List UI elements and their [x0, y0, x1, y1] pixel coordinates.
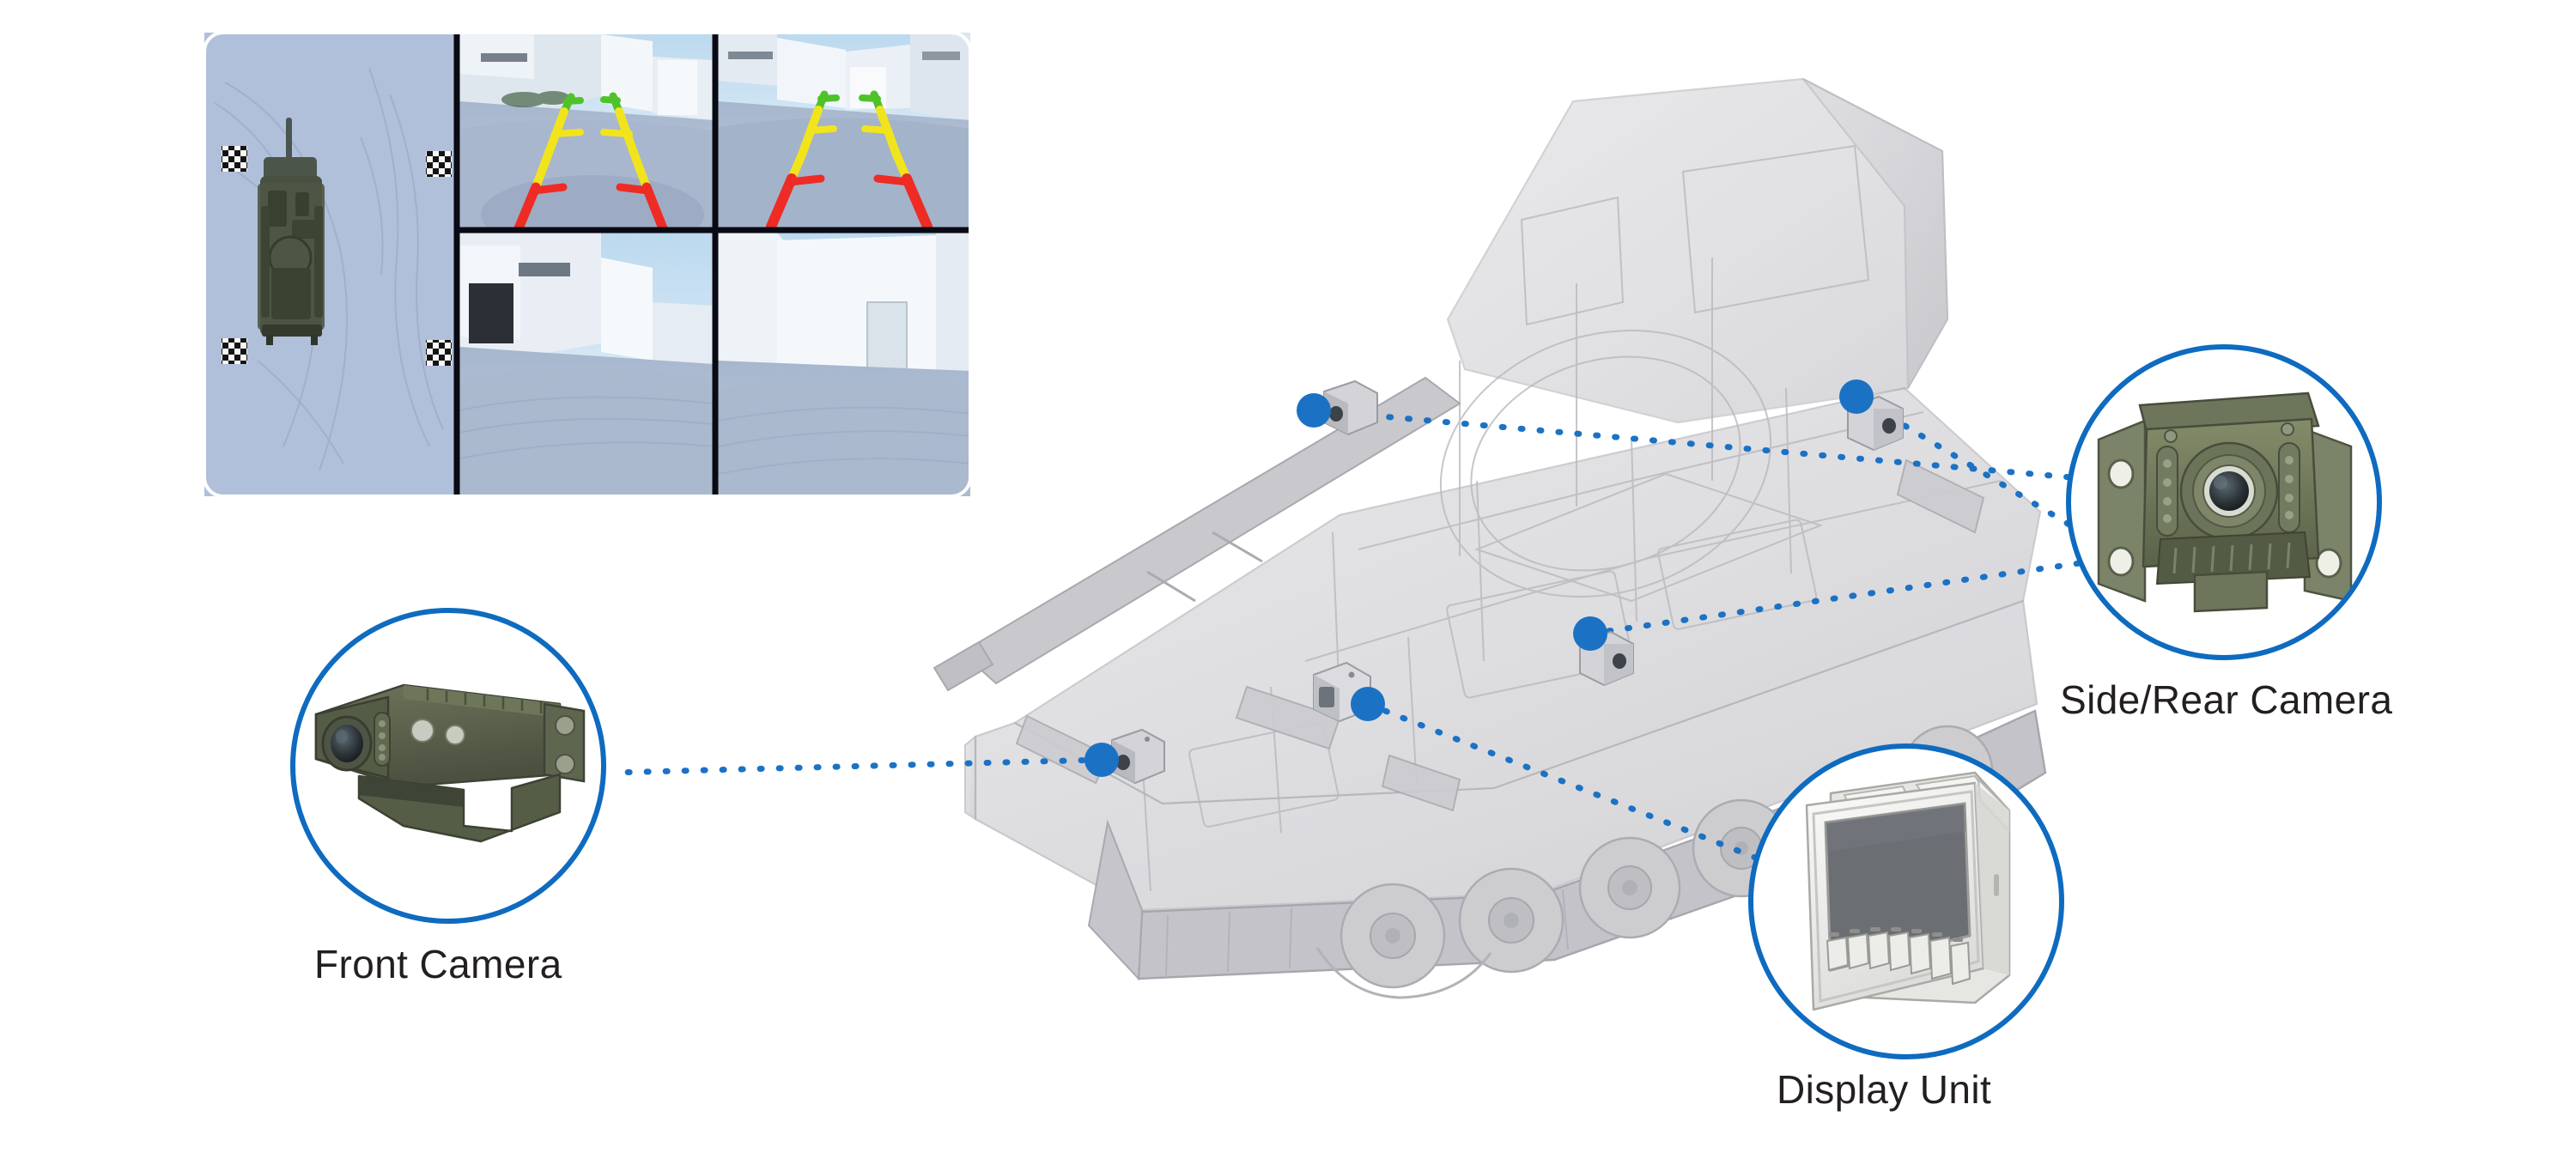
camera-feed-front-view[interactable] [459, 33, 714, 254]
parking-guideline-right [600, 92, 668, 228]
camera-mount-box [1323, 379, 1378, 436]
callout-side-rear-camera[interactable] [2066, 344, 2382, 660]
label-side-rear-camera: Side/Rear Camera [2060, 677, 2393, 722]
label-display-unit: Display Unit [1777, 1067, 1992, 1112]
calibration-target [222, 146, 452, 366]
side-rear-camera-product [2097, 391, 2353, 613]
camera-mount-box [1111, 728, 1165, 785]
marker-left-front-camera[interactable] [1297, 393, 1331, 428]
parking-guideline-right [859, 90, 933, 228]
camera-feed-right-side-view[interactable] [718, 233, 970, 496]
main-gun-barrel [933, 376, 1461, 692]
display-unit-product [1805, 771, 2011, 1011]
callout-display-unit[interactable] [1748, 743, 2064, 1059]
display-button-row[interactable] [1826, 927, 1971, 986]
camera-feed-left-side-view[interactable] [459, 233, 714, 496]
marker-right-side-camera[interactable] [1573, 616, 1607, 651]
label-front-camera: Front Camera [314, 942, 562, 986]
camera-mount-markers[interactable] [1084, 379, 1904, 785]
parking-guideline-left [513, 93, 584, 228]
front-camera-product [314, 683, 586, 843]
leader-lines [608, 393, 2095, 867]
surround-view-display[interactable] [203, 31, 972, 498]
leader-display-unit [1364, 701, 1774, 867]
callout-front-camera[interactable] [290, 608, 606, 924]
leader-left-front-camera [1310, 407, 2075, 481]
birds-eye-view [204, 33, 455, 496]
marker-display-unit[interactable] [1351, 687, 1385, 721]
feed-dividers [453, 33, 970, 496]
camera-feed-rear-view[interactable] [718, 33, 970, 228]
marker-rear-left-camera[interactable] [1839, 379, 1874, 414]
vehicle-top-view [258, 118, 325, 345]
marker-front-camera[interactable] [1084, 743, 1119, 777]
parking-guideline-left [766, 90, 840, 228]
leader-front-camera [608, 756, 1105, 776]
